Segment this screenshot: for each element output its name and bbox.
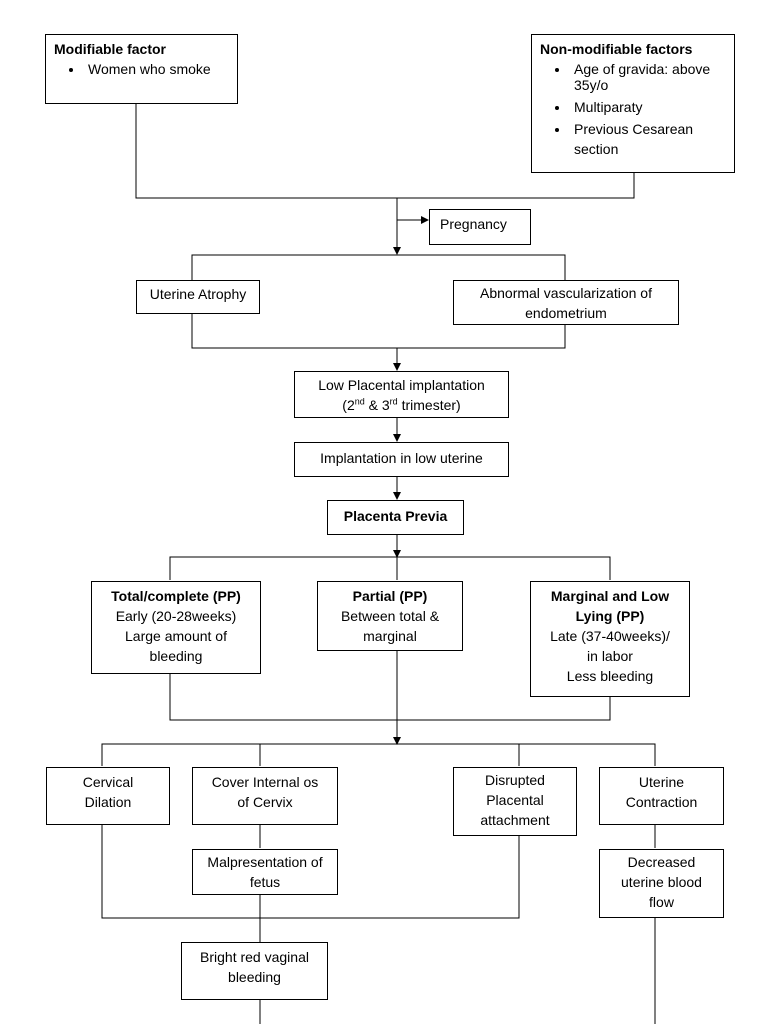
uterine-contraction-line: Uterine [638, 774, 685, 790]
malpresentation-line: fetus [249, 874, 281, 890]
cover-internal-os-box: Cover Internal os of Cervix [192, 767, 338, 825]
bright-red-bleeding-box: Bright red vaginal bleeding [181, 942, 328, 1000]
uterine-atrophy-box: Uterine Atrophy [136, 280, 260, 314]
pregnancy-label: Pregnancy [440, 216, 507, 232]
implantation-low-uterine-box: Implantation in low uterine [294, 442, 509, 477]
abnormal-vascularization-line: endometrium [525, 305, 607, 321]
placenta-previa-label: Placenta Previa [343, 508, 448, 524]
total-complete-box: Total/complete (PP) Early (20-28weeks) L… [91, 581, 261, 674]
uterine-contraction-line: Contraction [625, 794, 698, 810]
connector [169, 556, 611, 580]
low-placental-implantation-title: Low Placental implantation [318, 377, 485, 393]
decreased-blood-flow-line: Decreased [627, 854, 696, 870]
marginal-line: Late (37-40weeks)/ [550, 628, 670, 644]
cervical-dilation-line: Dilation [84, 794, 132, 810]
total-complete-line: bleeding [149, 648, 203, 664]
partial-line: Between total & [340, 608, 440, 624]
connector [191, 313, 566, 349]
decreased-blood-flow-line: flow [649, 894, 674, 910]
cover-internal-os-line: Cover Internal os [211, 774, 319, 790]
uterine-atrophy-label: Uterine Atrophy [149, 286, 247, 302]
modifiable-factor-box: Modifiable factor Women who smoke [45, 34, 238, 104]
nonmodifiable-factors-title: Non-modifiable factors [540, 41, 693, 57]
nonmodifiable-factors-box: Non-modifiable factors Age of gravida: a… [531, 34, 735, 173]
total-complete-line: Early (20-28weeks) [115, 608, 237, 624]
disrupted-attachment-line: attachment [480, 812, 550, 828]
decreased-blood-flow-line: uterine blood [621, 874, 702, 890]
total-complete-title: Total/complete (PP) [111, 588, 241, 604]
partial-box: Partial (PP) Between total & marginal [317, 581, 463, 651]
list-item: Previous Cesarean section [570, 119, 726, 159]
decreased-blood-flow-box: Decreased uterine blood flow [599, 849, 724, 918]
marginal-line: in labor [587, 648, 633, 664]
connector [191, 254, 566, 280]
disrupted-attachment-box: Disrupted Placental attachment [453, 767, 577, 836]
malpresentation-box: Malpresentation of fetus [192, 849, 338, 895]
modifiable-factor-list: Women who smoke [54, 59, 229, 79]
total-complete-line: Large amount of [125, 628, 227, 644]
connector [169, 674, 611, 721]
list-item: Multiparaty [570, 97, 726, 117]
list-item: Women who smoke [84, 59, 229, 79]
cover-internal-os-line: of Cervix [237, 794, 293, 810]
modifiable-factor-title: Modifiable factor [54, 41, 167, 57]
pregnancy-box: Pregnancy [429, 209, 531, 245]
uterine-contraction-box: Uterine Contraction [599, 767, 724, 825]
implantation-low-uterine-label: Implantation in low uterine [320, 450, 483, 466]
trimester-note: (2nd & 3rd trimester) [342, 396, 461, 413]
abnormal-vascularization-box: Abnormal vascularization of endometrium [453, 280, 679, 325]
marginal-title: Lying (PP) [575, 608, 645, 624]
marginal-title: Marginal and Low [550, 588, 670, 604]
partial-line: marginal [363, 628, 417, 644]
marginal-line: Less bleeding [566, 668, 654, 684]
bright-red-bleeding-line: bleeding [228, 969, 281, 985]
list-item: Age of gravida: above 35y/o [570, 61, 726, 93]
placenta-previa-box: Placenta Previa [327, 500, 464, 535]
cervical-dilation-box: Cervical Dilation [46, 767, 170, 825]
low-placental-implantation-box: Low Placental implantation (2nd & 3rd tr… [294, 371, 509, 418]
connector [135, 104, 635, 199]
marginal-low-lying-box: Marginal and Low Lying (PP) Late (37-40w… [530, 581, 690, 697]
abnormal-vascularization-line: Abnormal vascularization of [480, 285, 652, 301]
bright-red-bleeding-line: Bright red vaginal [200, 949, 309, 965]
connector [101, 743, 656, 766]
cervical-dilation-line: Cervical [82, 774, 134, 790]
disrupted-attachment-line: Disrupted [485, 772, 545, 788]
connector [101, 825, 520, 919]
nonmodifiable-factors-list: Age of gravida: above 35y/o Multiparaty … [540, 61, 726, 159]
disrupted-attachment-line: Placental [486, 792, 544, 808]
partial-title: Partial (PP) [352, 588, 428, 604]
malpresentation-line: Malpresentation of [207, 854, 323, 870]
